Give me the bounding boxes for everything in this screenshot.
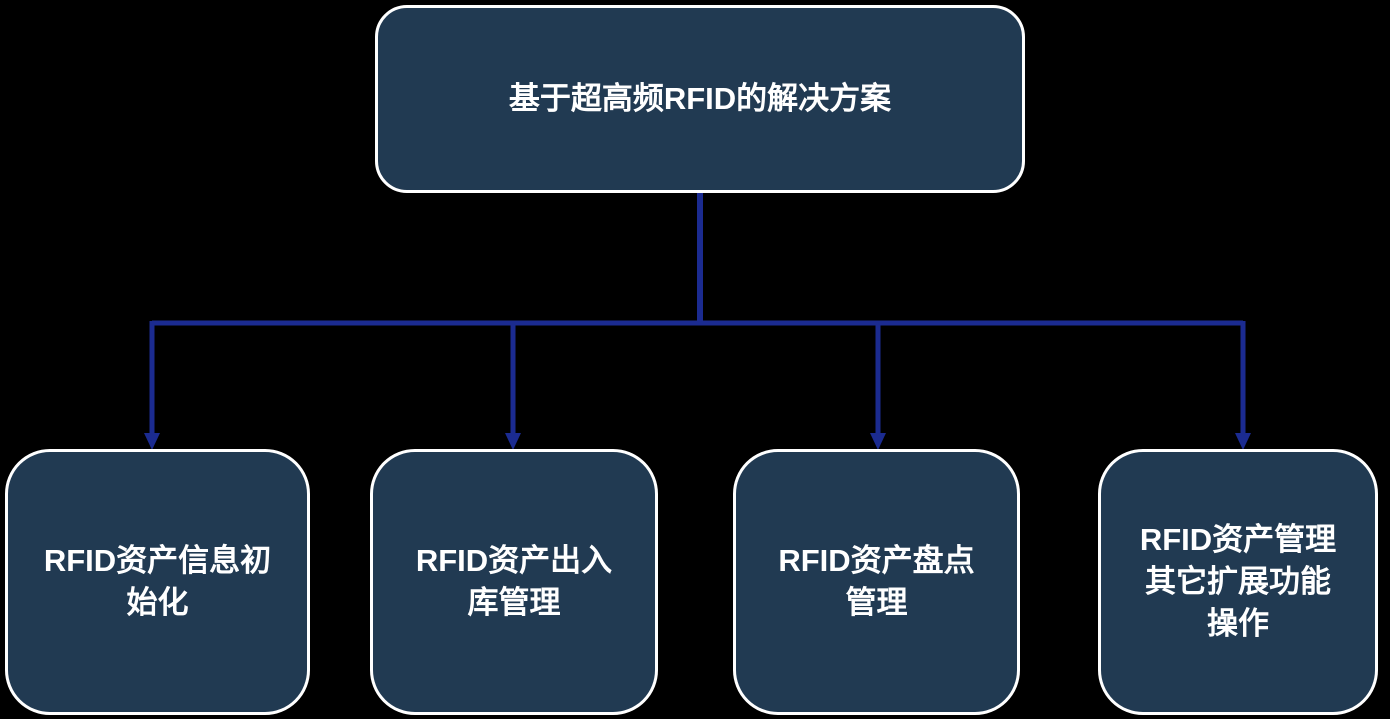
child-node-label: RFID资产信息初 始化 bbox=[43, 543, 272, 620]
arrow-down-icon-1 bbox=[144, 433, 160, 450]
child-node-asset-inout-warehouse-management: RFID资产出入 库管理 bbox=[370, 449, 658, 715]
arrow-down-icon-4 bbox=[1235, 433, 1251, 450]
arrow-down-icon-2 bbox=[505, 433, 521, 450]
child-node-asset-inventory-management: RFID资产盘点 管理 bbox=[733, 449, 1020, 715]
root-node-uhf-rfid-solution: 基于超高频RFID的解决方案 bbox=[375, 5, 1025, 193]
child-node-label: RFID资产管理 其它扩展功能 操作 bbox=[1139, 522, 1337, 641]
child-node-label: RFID资产出入 库管理 bbox=[415, 543, 613, 620]
arrow-down-icon-3 bbox=[870, 433, 886, 450]
child-node-asset-info-initialization: RFID资产信息初 始化 bbox=[5, 449, 310, 715]
child-node-asset-extended-operations: RFID资产管理 其它扩展功能 操作 bbox=[1098, 449, 1378, 715]
child-node-label: RFID资产盘点 管理 bbox=[778, 543, 975, 620]
root-node-label: 基于超高频RFID的解决方案 bbox=[508, 80, 892, 116]
